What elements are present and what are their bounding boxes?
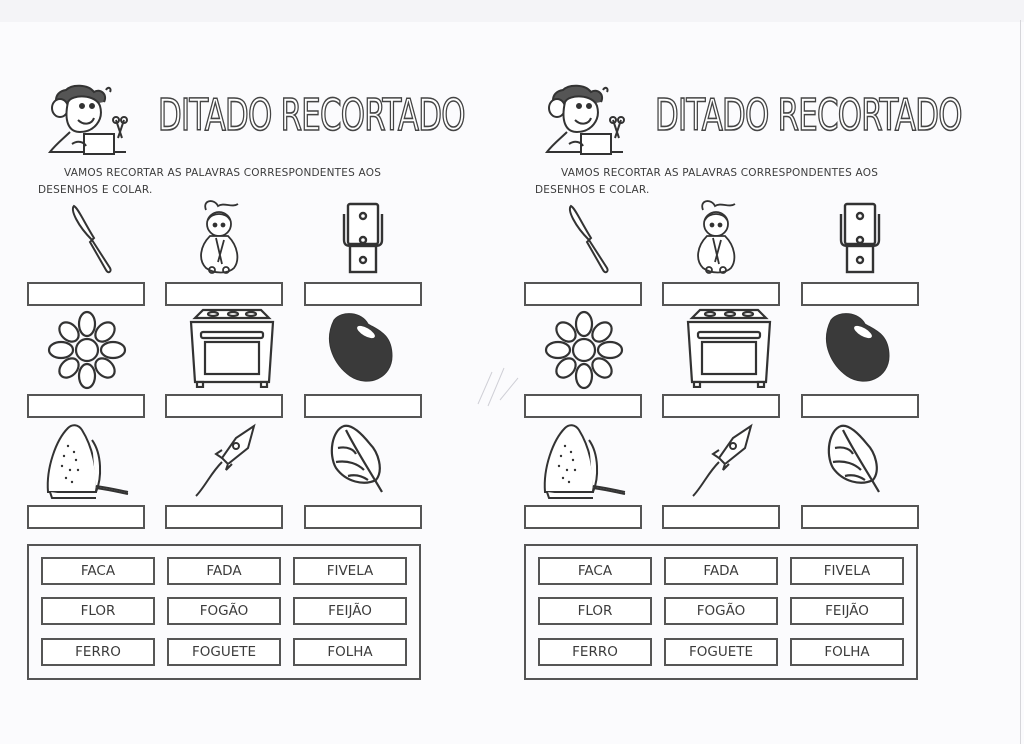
answer-box-feijao[interactable] xyxy=(801,394,919,418)
answer-box-ferro[interactable] xyxy=(524,505,642,529)
fairy-icon xyxy=(663,198,773,278)
word-card-fivela[interactable]: FIVELA xyxy=(790,557,904,585)
scan-top-band xyxy=(0,0,1024,22)
answer-box-foguete[interactable] xyxy=(165,505,283,529)
bean-icon xyxy=(304,308,414,388)
word-card-fada[interactable]: FADA xyxy=(167,557,281,585)
stove-icon xyxy=(177,308,287,389)
page-title: DITADO RECORTADO xyxy=(654,89,963,142)
knife-icon xyxy=(529,200,639,280)
instructions: VAMOS RECORTAR AS PALAVRAS CORRESPONDENT… xyxy=(38,165,458,199)
iron-icon xyxy=(529,420,639,500)
fairy-icon xyxy=(166,198,276,278)
mascot-cutting-paper-icon xyxy=(47,84,128,155)
pencil-scribble xyxy=(477,367,519,407)
answer-box-fada[interactable] xyxy=(165,282,283,306)
answer-box-ferro[interactable] xyxy=(27,505,145,529)
word-card-ferro[interactable]: FERRO xyxy=(538,638,652,666)
answer-box-fivela[interactable] xyxy=(304,282,422,306)
mascot-cutting-paper-icon xyxy=(544,84,625,155)
word-card-faca[interactable]: FACA xyxy=(41,557,155,585)
answer-box-fada[interactable] xyxy=(662,282,780,306)
bean-icon xyxy=(801,308,911,388)
scan-page-edge xyxy=(1020,20,1021,744)
answer-box-foguete[interactable] xyxy=(662,505,780,529)
worksheet-left: DITADO RECORTADO VAMOS RECORTAR AS PALAV… xyxy=(0,0,500,744)
stove-icon xyxy=(674,308,784,389)
word-card-foguete[interactable]: FOGUETE xyxy=(664,638,778,666)
rocket-icon xyxy=(166,420,276,500)
word-card-fogao[interactable]: FOGÃO xyxy=(167,597,281,625)
word-card-fogao[interactable]: FOGÃO xyxy=(664,597,778,625)
instructions-line-2: DESENHOS E COLAR. xyxy=(38,184,153,196)
answer-box-fivela[interactable] xyxy=(801,282,919,306)
word-card-flor[interactable]: FLOR xyxy=(538,597,652,625)
answer-box-folha[interactable] xyxy=(304,505,422,529)
answer-box-faca[interactable] xyxy=(524,282,642,306)
word-card-feijao[interactable]: FEIJÃO xyxy=(293,597,407,625)
word-card-foguete[interactable]: FOGUETE xyxy=(167,638,281,666)
rocket-icon xyxy=(663,420,773,500)
buckle-icon xyxy=(801,198,911,278)
instructions: VAMOS RECORTAR AS PALAVRAS CORRESPONDENT… xyxy=(535,165,955,199)
iron-icon xyxy=(32,420,142,500)
word-card-fivela[interactable]: FIVELA xyxy=(293,557,407,585)
word-card-folha[interactable]: FOLHA xyxy=(790,638,904,666)
answer-box-fogao[interactable] xyxy=(662,394,780,418)
word-card-flor[interactable]: FLOR xyxy=(41,597,155,625)
instructions-line-1: VAMOS RECORTAR AS PALAVRAS CORRESPONDENT… xyxy=(561,167,879,179)
answer-box-feijao[interactable] xyxy=(304,394,422,418)
flower-icon xyxy=(32,310,142,390)
answer-box-flor[interactable] xyxy=(524,394,642,418)
answer-box-flor[interactable] xyxy=(27,394,145,418)
leaf-icon xyxy=(304,420,414,500)
word-card-fada[interactable]: FADA xyxy=(664,557,778,585)
knife-icon xyxy=(32,200,142,280)
buckle-icon xyxy=(304,198,414,278)
answer-box-fogao[interactable] xyxy=(165,394,283,418)
instructions-line-1: VAMOS RECORTAR AS PALAVRAS CORRESPONDENT… xyxy=(64,167,382,179)
flower-icon xyxy=(529,310,639,390)
word-bank xyxy=(27,544,421,680)
page-title: DITADO RECORTADO xyxy=(157,89,466,142)
word-card-ferro[interactable]: FERRO xyxy=(41,638,155,666)
word-card-feijao[interactable]: FEIJÃO xyxy=(790,597,904,625)
answer-box-folha[interactable] xyxy=(801,505,919,529)
word-card-faca[interactable]: FACA xyxy=(538,557,652,585)
leaf-icon xyxy=(801,420,911,500)
word-card-folha[interactable]: FOLHA xyxy=(293,638,407,666)
word-bank xyxy=(524,544,918,680)
instructions-line-2: DESENHOS E COLAR. xyxy=(535,184,650,196)
worksheet-right: DITADO RECORTADO VAMOS RECORTAR AS PALAV… xyxy=(497,0,997,744)
answer-box-faca[interactable] xyxy=(27,282,145,306)
